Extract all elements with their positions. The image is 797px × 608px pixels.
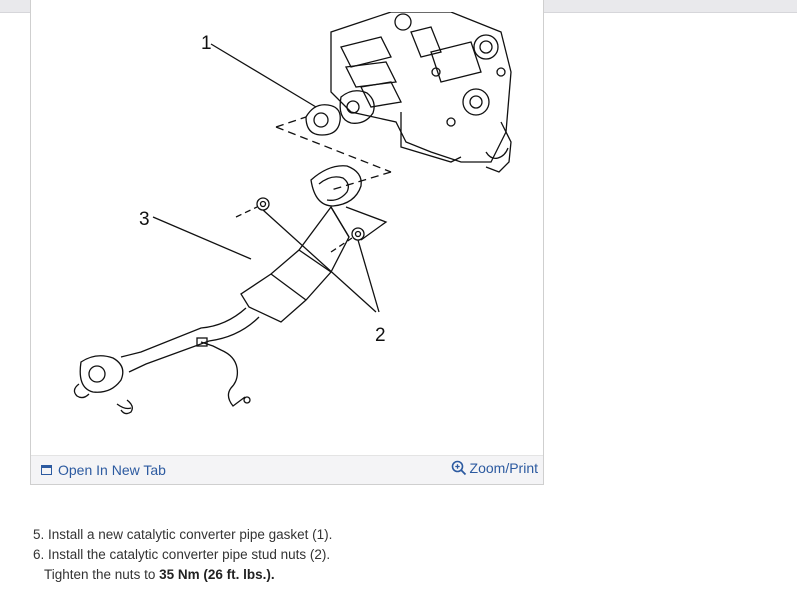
open-in-new-tab-link[interactable]: Open In New Tab [41,462,166,478]
open-new-tab-icon [41,465,52,475]
zoom-print-link[interactable]: Zoom/Print [451,460,538,476]
callout-2: 2 [375,325,386,346]
torque-instruction: Tighten the nuts to 35 Nm (26 ft. lbs.). [33,565,332,585]
open-in-new-tab-label: Open In New Tab [58,462,166,478]
step-5: 5. Install a new catalytic converter pip… [33,527,333,542]
torque-value: 35 Nm (26 ft. lbs.). [159,567,275,582]
zoom-print-label: Zoom/Print [469,460,538,476]
callout-1: 1 [201,33,212,54]
callout-3: 3 [139,209,150,230]
zoom-magnifier-icon [451,460,466,476]
figure-toolbar: Open In New Tab Zoom/Print [31,455,543,484]
tighten-prefix: Tighten the nuts to [44,567,160,582]
diagram-figure: 1 3 2 Open In New Tab Zoom/Print [30,0,544,485]
step-6: 6. Install the catalytic converter pipe … [33,547,331,562]
catalytic-converter-diagram: 1 3 2 [73,12,512,415]
instruction-steps: 5. Install a new catalytic converter pip… [33,525,332,585]
